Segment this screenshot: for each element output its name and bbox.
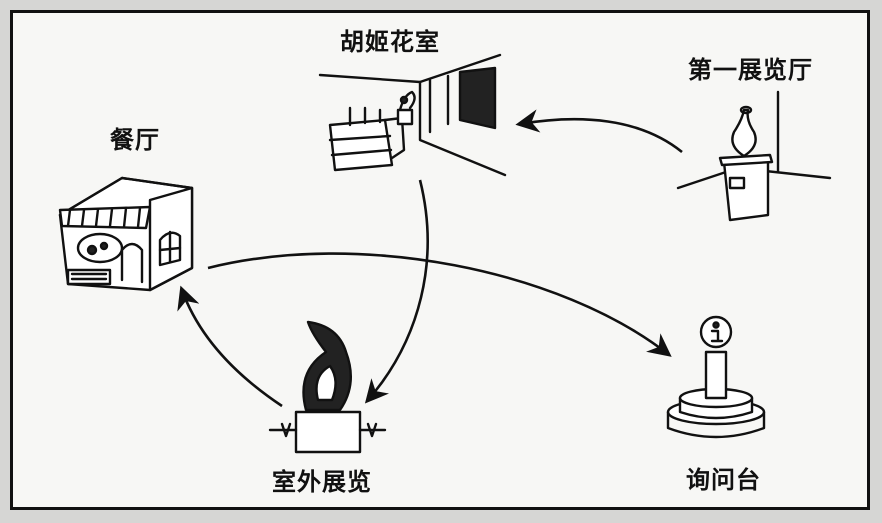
arrow-hall-to-orchid-room [515,109,683,154]
restaurant-illustration [58,176,194,292]
arrow-outdoor-to-restaurant [177,285,283,408]
label-orchid-room: 胡姬花室 [340,28,440,56]
label-outdoor-exhibition: 室外展览 [272,468,372,496]
exhibition-hall-illustration [676,90,832,222]
label-first-exhibition-hall: 第一展览厅 [688,56,813,84]
label-info-desk: 询问台 [686,466,761,494]
orchid-room-illustration [318,53,507,177]
arrow-orchid-room-to-outdoor [364,179,429,404]
label-restaurant: 餐厅 [110,126,160,154]
route-arrows [177,109,683,408]
arrow-restaurant-to-info-desk [207,252,672,357]
info-desk-illustration [666,315,766,439]
outdoor-sculpture-illustration [268,320,387,454]
